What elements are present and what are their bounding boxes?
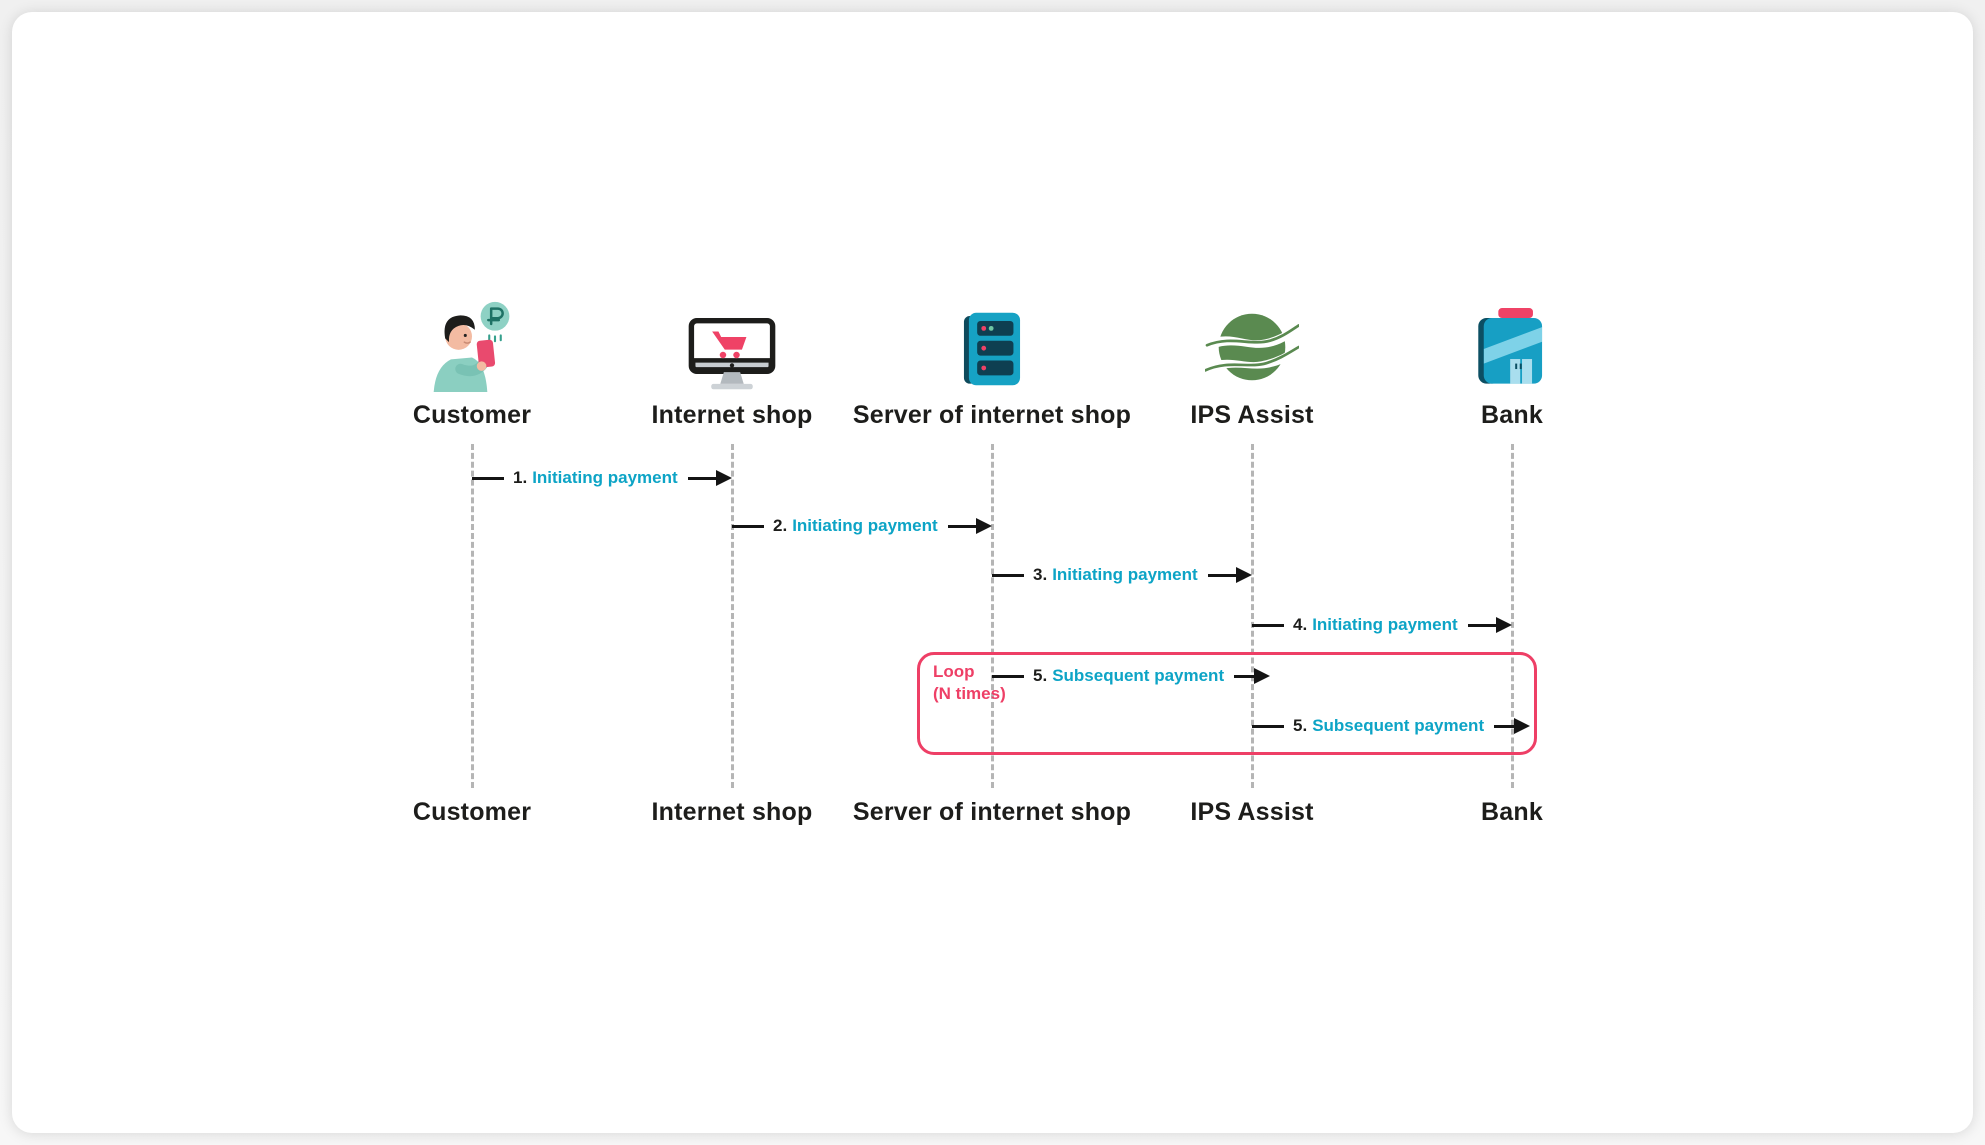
arrowhead-icon xyxy=(1236,567,1252,583)
actor-label-ips-assist-top: IPS Assist xyxy=(1190,401,1314,429)
message-label: Subsequent payment xyxy=(1052,666,1225,685)
lifeline-ips-assist xyxy=(1251,444,1254,788)
message-3-initiating-payment: 3. Initiating payment xyxy=(992,562,1252,588)
shop-monitor-icon xyxy=(662,300,802,392)
message-4-initiating-payment: 4. Initiating payment xyxy=(1252,612,1512,638)
message-2-initiating-payment: 2. Initiating payment xyxy=(732,513,992,539)
server-icon xyxy=(922,300,1062,392)
arrowhead-icon xyxy=(1514,718,1531,734)
actor-label-customer-bottom: Customer xyxy=(412,798,532,826)
message-line-start xyxy=(992,674,1024,678)
lifeline-bank xyxy=(1511,444,1514,788)
ips-assist-logo xyxy=(1205,313,1299,381)
message-line-start xyxy=(992,573,1024,577)
message-number: 5. xyxy=(1293,716,1308,735)
message-number: 5. xyxy=(1033,666,1048,685)
loop-label-line1: Loop xyxy=(933,662,975,681)
actor-label-ips-assist-bottom: IPS Assist xyxy=(1190,798,1314,826)
customer-icon xyxy=(402,300,542,392)
message-1-initiating-payment: 1. Initiating payment xyxy=(472,465,732,491)
message-line-end xyxy=(1207,573,1236,577)
message-line-end xyxy=(687,476,716,480)
message-5-subsequent-payment-to-bank: 5. Subsequent payment xyxy=(1252,713,1531,739)
loop-box: Loop (N times) xyxy=(917,652,1537,755)
message-line-end xyxy=(1234,674,1255,678)
message-line-start xyxy=(732,524,764,528)
actor-label-bank-bottom: Bank xyxy=(1481,798,1543,826)
message-label: Initiating payment xyxy=(532,468,678,487)
message-label: Initiating payment xyxy=(792,516,938,535)
server-illustration xyxy=(963,312,1021,386)
arrowhead-icon xyxy=(1496,617,1512,633)
message-line-start xyxy=(472,476,504,480)
message-line-start xyxy=(1252,724,1284,728)
message-line-start xyxy=(1252,623,1284,627)
actor-label-bank-top: Bank xyxy=(1481,401,1543,429)
message-5-subsequent-payment-to-ips: 5. Subsequent payment xyxy=(992,663,1271,689)
message-label: Initiating payment xyxy=(1052,565,1198,584)
loop-label-line2: (N times) xyxy=(933,684,1006,704)
message-label: Initiating payment xyxy=(1312,615,1458,634)
loop-label: Loop (N times) xyxy=(933,661,1006,706)
message-number: 1. xyxy=(513,468,528,487)
arrowhead-icon xyxy=(976,518,992,534)
lifeline-server xyxy=(991,444,994,788)
actor-label-customer-top: Customer xyxy=(412,401,532,429)
actor-label-internet-shop-top: Internet shop xyxy=(651,401,813,429)
actor-label-internet-shop-bottom: Internet shop xyxy=(651,798,813,826)
shop-monitor-illustration xyxy=(688,318,776,390)
diagram-card: Customer Internet shop Server of interne… xyxy=(12,12,1973,1133)
actor-label-server-bottom: Server of internet shop xyxy=(852,798,1132,826)
message-number: 4. xyxy=(1293,615,1308,634)
ips-assist-logo-icon xyxy=(1182,300,1322,392)
bank-illustration xyxy=(1478,308,1543,384)
lifeline-internet-shop xyxy=(731,444,734,788)
message-line-end xyxy=(1467,623,1496,627)
message-line-end xyxy=(947,524,976,528)
actor-label-server-top: Server of internet shop xyxy=(852,401,1132,429)
message-line-end xyxy=(1494,724,1515,728)
lifeline-customer xyxy=(471,444,474,788)
message-label: Subsequent payment xyxy=(1312,716,1485,735)
message-number: 2. xyxy=(773,516,788,535)
arrowhead-icon xyxy=(716,470,732,486)
message-number: 3. xyxy=(1033,565,1048,584)
bank-card-icon xyxy=(1442,300,1582,392)
customer-illustration xyxy=(433,301,510,392)
arrowhead-icon xyxy=(1254,668,1271,684)
